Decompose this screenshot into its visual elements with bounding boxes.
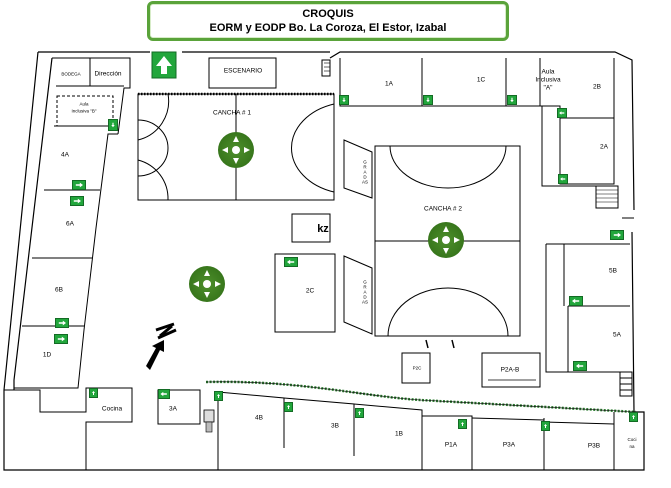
room-1a-label: 1A (385, 80, 393, 88)
room-3a-label: 3A (169, 405, 177, 413)
left-wing (14, 57, 131, 389)
room-aula-a-line1: Aula (541, 68, 555, 76)
room-1d-label: 1D (42, 351, 52, 359)
room-2c-label: 2C (305, 287, 315, 295)
exit-left-icon (558, 174, 568, 184)
exit-left-icon (569, 296, 583, 306)
exit-right-icon (72, 180, 86, 190)
exit-left-icon (573, 361, 587, 371)
bottom-fence-line (205, 381, 637, 413)
gradas-2 (343, 255, 373, 335)
cancha-1-label: CANCHA # 1 (213, 109, 251, 117)
exit-down-icon (339, 95, 349, 105)
exit-down-icon (423, 95, 433, 105)
room-6b-label: 6B (55, 286, 63, 294)
room-aula-a-line2: Inclusiva (535, 76, 561, 84)
exit-left-icon (284, 257, 298, 267)
assembly-point-icon (189, 266, 225, 302)
gate-marks (425, 339, 455, 349)
exit-down-icon (108, 119, 118, 131)
exit-up-icon (284, 402, 293, 412)
room-p2ab-label: P2A-B (500, 366, 520, 374)
cancha-2 (374, 145, 521, 337)
cancha-2-label: CANCHA # 2 (424, 205, 462, 213)
room-escenario-label: ESCENARIO (223, 67, 263, 75)
p2c-block (401, 352, 431, 384)
exit-left-icon (557, 108, 567, 118)
exit-left-icon (158, 389, 170, 399)
room-2c-block (274, 253, 336, 333)
room-5b-label: 5B (609, 267, 617, 275)
assembly-point-icon (428, 222, 464, 258)
room-aula-b-line1: Aula (79, 101, 89, 107)
exit-up-icon (629, 412, 638, 422)
room-cocina-label: Cocina (101, 405, 123, 413)
room-2b-label: 2B (593, 83, 601, 91)
exit-right-icon (55, 318, 69, 328)
kz-block (291, 213, 331, 243)
room-kz-label: kz (317, 223, 329, 235)
exit-up-icon (214, 391, 223, 401)
water-tank (203, 409, 215, 433)
cancha-1 (137, 93, 335, 201)
room-2a-label: 2A (600, 143, 608, 151)
exit-down-icon (507, 95, 517, 105)
room-1c-label: 1C (476, 76, 486, 84)
room-aula-b-line2: Inclusiva "B" (71, 108, 97, 114)
room-bodega-label: BODEGA (61, 71, 81, 77)
room-6a-label: 6A (66, 220, 74, 228)
exit-up-icon (89, 388, 98, 398)
assembly-point-icon (218, 132, 254, 168)
gradas-2-label: GRADAS (362, 279, 369, 305)
p2ab-block (481, 352, 541, 388)
stairs (324, 62, 618, 203)
exit-up-icon (458, 419, 467, 429)
top-right-wing (321, 58, 619, 209)
exit-up-icon (355, 408, 364, 418)
exit-right-icon (610, 230, 624, 240)
entrance-arrow-icon (151, 51, 177, 79)
exit-up-icon (541, 421, 550, 431)
room-direccion-label: Dirección (94, 70, 122, 78)
room-1b-label: 1B (395, 430, 403, 438)
title-box: CROQUIS EORM y EODP Bo. La Coroza, El Es… (147, 1, 509, 41)
room-aula-a-line3: "A" (543, 84, 553, 92)
exit-right-icon (54, 334, 68, 344)
room-p1a-label: P1A (444, 441, 458, 449)
room-4b-label: 4B (255, 414, 263, 422)
room-5a-label: 5A (613, 331, 621, 339)
north-arrow-icon (146, 322, 177, 370)
map-title: CROQUIS (302, 8, 354, 20)
gradas-1 (343, 139, 373, 199)
room-3b-label: 3B (331, 422, 339, 430)
room-4a-label: 4A (61, 151, 69, 159)
room-p3b-label: P3B (587, 442, 601, 450)
right-wing (545, 243, 633, 397)
map-subtitle: EORM y EODP Bo. La Coroza, El Estor, Iza… (209, 22, 447, 34)
exit-right-icon (70, 196, 84, 206)
room-p3a-label: P3A (502, 441, 516, 449)
escenario-block (208, 57, 277, 89)
room-p2c-label: P2C (412, 365, 422, 371)
bottom-wing (4, 387, 615, 470)
room-cocina-small-label: Coci na (627, 437, 637, 449)
gradas-1-label: GRADAS (362, 159, 369, 185)
